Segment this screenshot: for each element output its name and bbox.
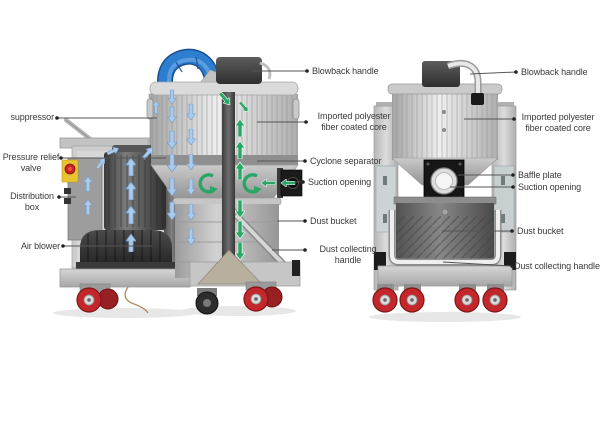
label-dust-bucket-side: Dust bucket: [310, 216, 357, 226]
lid-latch-left: [146, 98, 154, 120]
ground-shadows: [53, 306, 521, 322]
baffle-plate: [423, 159, 465, 203]
label-dust-bucket-rear: Dust bucket: [517, 226, 564, 236]
caster-front-left: [76, 283, 119, 313]
blowback-handle-cap: [216, 57, 272, 84]
blowback-handle-tube: [446, 59, 484, 105]
bumper-left: [374, 252, 386, 270]
center-column: [222, 92, 235, 277]
caster-front-right: [243, 281, 283, 312]
label-baffle-plate: Baffle plate: [518, 170, 562, 180]
label-suppressor: suppressor: [10, 112, 54, 122]
air-blower: [76, 230, 176, 269]
rear-view-unit: [372, 59, 517, 313]
base-platform-left: [59, 268, 191, 288]
distribution-box: [61, 157, 103, 241]
tube-connector: [471, 93, 484, 105]
label-blowback-handle-rear: Blowback handle: [521, 67, 588, 77]
caster-middle-black: [195, 288, 219, 315]
leader-dots: [55, 69, 518, 268]
label-blowback-handle-side: Blowback handle: [312, 66, 379, 76]
label-air-blower: Air blower: [20, 241, 60, 251]
base-platform-rear: [377, 265, 513, 287]
base-bracket: [197, 249, 263, 285]
label-suction-opening-side: Suction opening: [308, 177, 372, 187]
label-cyclone-separator: Cyclone separator: [310, 156, 382, 166]
ground-wire: [124, 286, 149, 314]
label-suction-opening-rear: Suction opening: [518, 182, 582, 192]
lid-latch-right: [292, 98, 300, 120]
rear-casters: [372, 284, 508, 313]
label-dust-collecting-handle-rear: Dust collecting handle: [514, 261, 600, 271]
bumper: [292, 260, 300, 276]
dust-bucket-rear: [393, 196, 497, 267]
filter-unit-side-view: [146, 57, 303, 312]
